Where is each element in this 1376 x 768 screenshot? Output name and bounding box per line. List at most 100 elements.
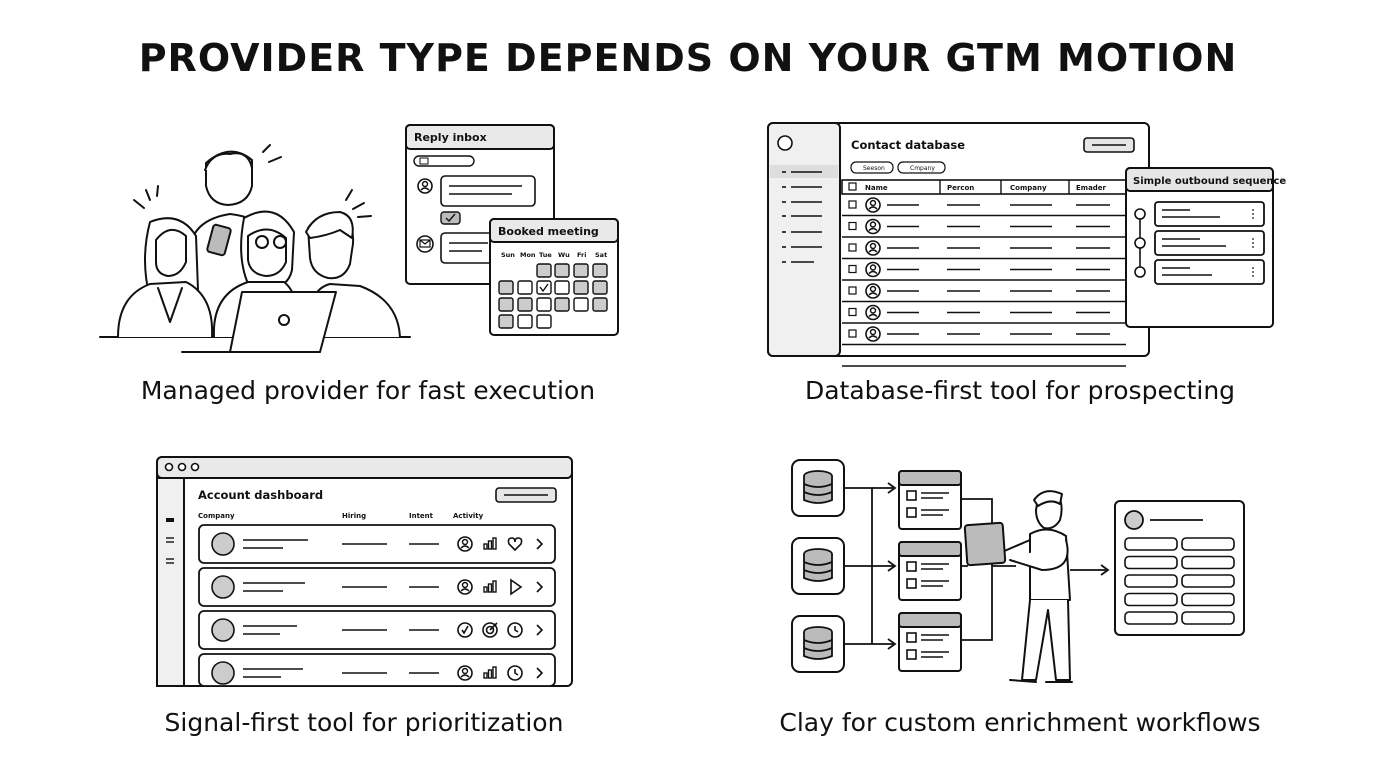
contact-row[interactable] bbox=[842, 218, 1126, 238]
list-card bbox=[898, 470, 962, 530]
weekday-label: Tue bbox=[539, 251, 552, 259]
weekday-label: Fri bbox=[577, 251, 586, 259]
weekday-label: Mon bbox=[520, 251, 536, 259]
booked-meeting-calendar: Booked meeting Sun Mon Tue Wu Fri Sat bbox=[489, 218, 619, 336]
person-icon bbox=[865, 304, 881, 321]
person-icon bbox=[457, 536, 473, 552]
column-header: Percon bbox=[947, 184, 974, 192]
filter-chip[interactable] bbox=[897, 161, 946, 174]
row-checkbox[interactable] bbox=[848, 200, 857, 209]
row-checkbox[interactable] bbox=[848, 264, 857, 274]
filter-chip-label: Seeson bbox=[863, 165, 885, 172]
row-checkbox[interactable] bbox=[848, 221, 857, 231]
column-header: Company bbox=[198, 512, 235, 520]
weekday-label: Wu bbox=[558, 251, 570, 259]
window-dot-icon[interactable] bbox=[190, 462, 200, 472]
enriched-field bbox=[1124, 537, 1178, 551]
caption-managed: Managed provider for fast execution bbox=[140, 376, 596, 405]
account-dashboard-title: Account dashboard bbox=[198, 488, 323, 502]
window-dot-icon[interactable] bbox=[164, 462, 174, 472]
contact-row[interactable] bbox=[842, 304, 1126, 324]
window-dot-icon[interactable] bbox=[177, 462, 187, 472]
row-checkbox[interactable] bbox=[848, 243, 857, 252]
outbound-sequence-card: Simple outbound sequence bbox=[1125, 167, 1286, 328]
contact-row[interactable] bbox=[842, 197, 1126, 217]
row-checkbox[interactable] bbox=[848, 307, 857, 317]
column-header: Hiring bbox=[342, 512, 366, 520]
weekday-label: Sun bbox=[501, 251, 515, 259]
chevron-right-icon[interactable] bbox=[536, 667, 544, 679]
filter-chip[interactable] bbox=[850, 161, 894, 174]
managed-provider-illustration: Reply inbox Booked meeting Sun Mon bbox=[99, 124, 619, 353]
contact-row[interactable] bbox=[842, 240, 1126, 260]
company-avatar bbox=[211, 532, 235, 556]
person-holding-card-illustration bbox=[963, 490, 1073, 683]
enriched-field bbox=[1181, 574, 1235, 588]
column-header: Company bbox=[1010, 184, 1047, 192]
person-icon bbox=[457, 665, 473, 681]
team-people-illustration bbox=[99, 144, 411, 353]
database-icon bbox=[791, 459, 845, 517]
check-icon bbox=[445, 213, 456, 223]
column-header: Activity bbox=[453, 512, 484, 520]
signal-first-illustration: Account dashboard Company Hiring Intent … bbox=[156, 456, 573, 687]
reply-inbox-title: Reply inbox bbox=[414, 131, 487, 144]
sequence-step[interactable] bbox=[1134, 230, 1265, 256]
contact-database-title: Contact database bbox=[851, 138, 965, 152]
sequence-step[interactable] bbox=[1134, 201, 1265, 227]
person-icon bbox=[865, 197, 881, 213]
caption-clay: Clay for custom enrichment workflows bbox=[779, 708, 1261, 737]
contact-database-window: Contact database Seeson Cmpany Name Perc… bbox=[767, 122, 1150, 367]
enriched-field bbox=[1181, 592, 1235, 607]
list-card bbox=[898, 612, 962, 672]
person-icon bbox=[865, 326, 881, 342]
account-row[interactable] bbox=[198, 653, 556, 687]
enriched-field bbox=[1124, 555, 1178, 570]
account-rows bbox=[198, 524, 556, 687]
column-header: Emader bbox=[1076, 184, 1107, 192]
person-icon bbox=[865, 218, 881, 235]
contact-rows bbox=[842, 197, 1126, 367]
person-icon bbox=[865, 261, 881, 278]
chevron-right-icon[interactable] bbox=[536, 581, 544, 593]
enriched-field bbox=[1181, 555, 1235, 570]
contact-row[interactable] bbox=[842, 283, 1126, 303]
booked-meeting-title: Booked meeting bbox=[498, 225, 599, 238]
check-icon bbox=[539, 283, 549, 293]
person-icon bbox=[457, 579, 473, 595]
company-avatar bbox=[211, 661, 235, 685]
filter-chip-label: Cmpany bbox=[910, 165, 935, 172]
database-icon bbox=[791, 537, 845, 595]
row-checkbox[interactable] bbox=[848, 329, 857, 338]
database-icon bbox=[791, 615, 845, 673]
caption-signal: Signal-first tool for prioritization bbox=[164, 708, 564, 737]
clay-workflow-illustration bbox=[791, 459, 1245, 683]
column-header: Intent bbox=[409, 512, 434, 520]
enriched-field bbox=[1181, 537, 1235, 551]
mail-icon bbox=[416, 235, 434, 253]
enriched-field bbox=[1124, 592, 1178, 607]
sequence-step[interactable] bbox=[1134, 259, 1265, 285]
enriched-field bbox=[1124, 611, 1178, 625]
company-avatar bbox=[211, 618, 235, 642]
account-row[interactable] bbox=[198, 610, 556, 650]
caption-database: Database-first tool for prospecting bbox=[804, 376, 1236, 405]
page-title: PROVIDER TYPE DEPENDS ON YOUR GTM MOTION bbox=[138, 36, 1238, 80]
chevron-right-icon[interactable] bbox=[536, 538, 544, 550]
account-row[interactable] bbox=[198, 567, 556, 607]
person-icon bbox=[865, 240, 881, 256]
database-first-illustration: Contact database Seeson Cmpany Name Perc… bbox=[767, 122, 1286, 367]
enriched-record-card bbox=[1114, 500, 1245, 636]
chevron-right-icon[interactable] bbox=[536, 624, 544, 636]
contact-row[interactable] bbox=[842, 326, 1126, 346]
account-dashboard-window: Account dashboard Company Hiring Intent … bbox=[156, 456, 573, 687]
weekday-label: Sat bbox=[595, 251, 607, 259]
contact-row[interactable] bbox=[842, 261, 1126, 281]
check-icon bbox=[457, 622, 473, 638]
row-checkbox[interactable] bbox=[848, 286, 857, 295]
list-card bbox=[898, 541, 962, 601]
account-row[interactable] bbox=[198, 524, 556, 564]
person-icon bbox=[865, 283, 881, 299]
target-icon bbox=[482, 622, 498, 638]
